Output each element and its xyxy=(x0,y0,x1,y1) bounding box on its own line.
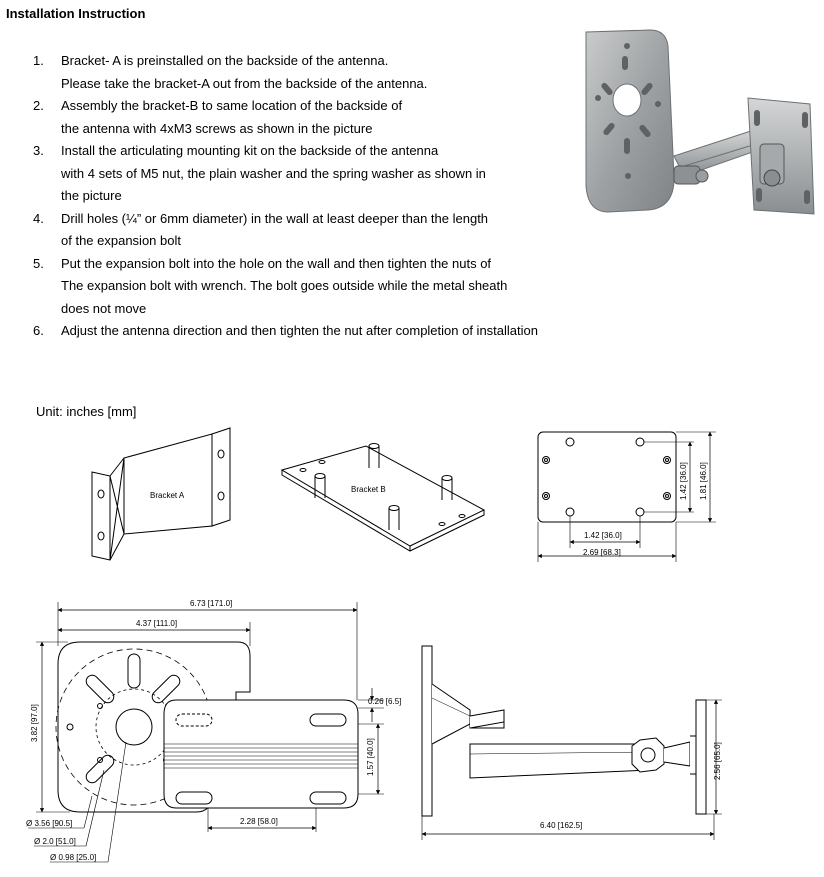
dim-dia-hole: Ø 0.98 [25.0] xyxy=(50,853,96,862)
step-2: 2. Assembly the bracket-B to same locati… xyxy=(33,95,538,140)
dim-side-len: 6.40 [162.5] xyxy=(540,821,582,830)
step-number: 1. xyxy=(33,53,44,68)
step-text: Drill holes (¼” or 6mm diameter) in the … xyxy=(61,210,489,226)
step-3: 3. Install the articulating mounting kit… xyxy=(33,140,538,208)
plate-drawing xyxy=(537,431,716,562)
step-4: 4. Drill holes (¼” or 6mm diameter) in t… xyxy=(33,208,538,253)
step-number: 3. xyxy=(33,143,44,158)
dim-plate-len: 4.37 [111.0] xyxy=(136,619,177,628)
dim-plate-h1: 1.42 [36.0] xyxy=(679,462,688,500)
dim-dia-pcd: Ø 3.56 [90.5] xyxy=(26,819,72,828)
dim-arm-gap: 0.26 [6.5] xyxy=(368,697,401,706)
step-6: 6. Adjust the antenna direction and then… xyxy=(33,320,538,343)
side-view-drawing xyxy=(421,645,722,840)
unit-label: Unit: inches [mm] xyxy=(36,404,137,419)
step-text: Adjust the antenna direction and then ti… xyxy=(61,323,538,338)
bracket-b-drawing xyxy=(280,443,486,552)
step-text: does not move xyxy=(61,300,147,316)
step-number: 5. xyxy=(33,255,44,271)
step-text: with 4 sets of M5 nut, the plain washer … xyxy=(61,165,486,181)
bracket-a-label: Bracket A xyxy=(150,491,185,500)
step-text: Please take the bracket-A out from the b… xyxy=(61,75,428,91)
step-text: Install the articulating mounting kit on… xyxy=(61,143,439,158)
step-text: Put the expansion bolt into the hole on … xyxy=(61,255,492,271)
dim-side-height: 2.56 [65.0] xyxy=(713,742,722,780)
step-text: the picture xyxy=(61,188,122,203)
step-text: Bracket- A is preinstalled on the backsi… xyxy=(61,53,389,68)
dim-plate-w1: 1.42 [36.0] xyxy=(584,531,622,540)
dim-arm-height: 1.57 [40.0] xyxy=(366,738,375,776)
step-text: The expansion bolt with wrench. The bolt… xyxy=(61,278,508,293)
step-text: of the expansion bolt xyxy=(61,233,181,248)
step-text: the antenna with 4xM3 screws as shown in… xyxy=(61,120,373,136)
dim-plate-w2: 2.69 [68.3] xyxy=(583,548,621,557)
dim-dia-mid: Ø 2.0 [51.0] xyxy=(34,837,76,846)
step-1: 1. Bracket- A is preinstalled on the bac… xyxy=(33,50,538,95)
dim-plate-height: 3.82 [97.0] xyxy=(30,704,39,742)
bracket-b-label: Bracket B xyxy=(351,485,386,494)
instruction-list: 1. Bracket- A is preinstalled on the bac… xyxy=(33,50,538,343)
step-number: 2. xyxy=(33,98,44,113)
front-view-drawing xyxy=(28,602,384,863)
step-number: 6. xyxy=(33,323,44,338)
step-text: Assembly the bracket-B to same location … xyxy=(61,98,403,113)
bracket-a-drawing xyxy=(91,427,231,561)
mount-photo xyxy=(585,29,815,215)
dim-slot-spacing: 2.28 [58.0] xyxy=(240,817,278,826)
dim-total-len: 6.73 [171.0] xyxy=(190,599,232,608)
step-5: 5. Put the expansion bolt into the hole … xyxy=(33,253,538,321)
step-number: 4. xyxy=(33,210,44,226)
dim-plate-h2: 1.81 [46.0] xyxy=(699,462,708,500)
page-title: Installation Instruction xyxy=(6,6,146,21)
